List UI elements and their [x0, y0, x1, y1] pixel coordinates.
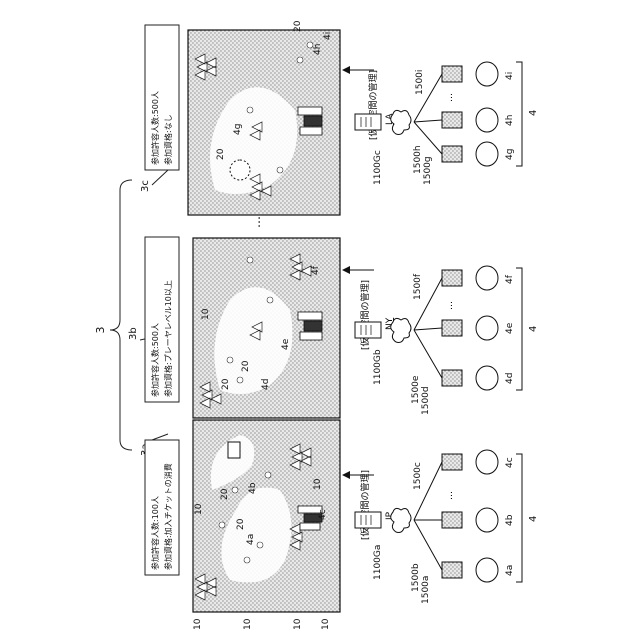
server-label: 1100Gb	[373, 349, 383, 385]
object-label: 20	[221, 378, 231, 390]
space-3b: 3b 参加許容人数:500人 参加資格:プレーヤレベル10以上 4d 4e	[128, 237, 539, 418]
object-label: 20	[293, 20, 303, 32]
link-label-h: 1500h	[413, 145, 423, 174]
user-label-4g: 4g	[505, 149, 515, 160]
user-heads	[476, 62, 498, 166]
user-terminals	[442, 270, 462, 386]
user-heads	[476, 266, 498, 390]
group-label: 4	[528, 110, 539, 116]
ellipsis: …	[445, 491, 455, 500]
link-label-g: 1500g	[423, 156, 433, 185]
ref-labels-10: 10 10 10 10	[193, 618, 331, 630]
avatar-label-4h: 4h	[313, 44, 323, 55]
server-icon	[355, 114, 381, 130]
condition-line1: 参加許容人数:100人	[150, 496, 160, 570]
avatar-label-4i: 4i	[323, 32, 333, 40]
ref-label: 10	[293, 618, 303, 630]
avatar-label-4f: 4f	[311, 265, 321, 275]
event-area-icon	[230, 160, 250, 180]
server-label: 1100Ga	[373, 545, 383, 580]
user-heads	[476, 450, 498, 582]
space-id-leader	[152, 434, 168, 440]
object-label: 20	[216, 148, 226, 160]
network-cloud-icon	[391, 318, 411, 342]
management-label: [仮想空間の管理]	[359, 470, 371, 540]
user-label-4c: 4c	[505, 457, 515, 468]
space-id-label: 3b	[128, 327, 139, 340]
server-icon	[355, 322, 381, 338]
ellipsis: …	[249, 216, 263, 228]
link-label-b: 1500b	[411, 563, 421, 592]
management-label: [仮想空間の管理]	[359, 280, 371, 350]
avatar-label-4b: 4b	[248, 482, 258, 494]
network-cloud-icon	[391, 508, 411, 532]
ellipsis: …	[445, 93, 455, 102]
object-label: 10	[201, 308, 211, 320]
server-label: 1100Gc	[373, 150, 383, 185]
space-3c: 3c 参加許容人数:500人 参加資格:なし 4g 4h	[140, 20, 539, 215]
condition-line1: 参加許容人数:500人	[150, 323, 160, 397]
user-label-4f: 4f	[505, 274, 515, 284]
condition-line2: 参加資格:なし	[163, 114, 173, 165]
object-label: 10	[313, 478, 323, 490]
ellipsis: …	[445, 301, 455, 310]
avatar-label-4g: 4g	[233, 124, 243, 135]
network-cloud-icon	[391, 110, 411, 134]
condition-line2: 参加資格:加入チケットの消費	[163, 463, 173, 570]
link-label-a: 1500a	[421, 576, 431, 604]
user-label-4a: 4a	[505, 565, 515, 576]
avatar-label-4c: 4c	[318, 509, 328, 520]
avatar-label-4d: 4d	[261, 379, 271, 390]
ref-label: 10	[321, 618, 331, 630]
condition-line2: 参加資格:プレーヤレベル10以上	[163, 280, 173, 397]
group-bracket	[516, 268, 522, 390]
object-label: 10	[194, 503, 204, 515]
group-bracket	[516, 454, 522, 582]
arrow-head	[342, 471, 350, 479]
user-label-4i: 4i	[505, 72, 515, 80]
space-3a: 3a 参加許容人数:100人 参加資格:加入チケットの消費	[140, 420, 539, 612]
ref-label: 10	[243, 618, 253, 630]
avatar-label-4e: 4e	[281, 338, 291, 350]
avatar-label-4a: 4a	[246, 534, 256, 545]
object-label: 20	[241, 360, 251, 372]
link-label-c: 1500c	[413, 462, 423, 490]
group-bracket	[516, 62, 522, 166]
user-terminals	[442, 454, 462, 578]
condition-line1: 参加許容人数:500人	[150, 91, 160, 165]
space-id-label: 3c	[140, 180, 151, 192]
rotated-figure: 3 3a 参加許容人数:100人 参加資格:加入チケットの消費	[94, 20, 539, 630]
object-label: 20	[220, 488, 230, 500]
link-label-f: 1500f	[413, 273, 423, 300]
link-label-d: 1500d	[421, 386, 431, 415]
user-label-4d: 4d	[505, 373, 515, 384]
user-label-4e: 4e	[505, 322, 515, 334]
server-icon	[355, 512, 381, 528]
object-label: 20	[236, 518, 246, 530]
link-label-i: 1500i	[415, 70, 425, 95]
user-label-4h: 4h	[505, 115, 515, 126]
group-label: 4	[528, 516, 539, 522]
system-label: 3	[94, 327, 107, 334]
ref-label: 10	[193, 618, 203, 630]
signboard	[228, 442, 240, 458]
user-label-4b: 4b	[505, 514, 515, 526]
user-terminals	[442, 66, 462, 162]
group-label: 4	[528, 326, 539, 332]
link-label-e: 1500e	[411, 375, 421, 404]
top-brace: 3	[94, 180, 132, 450]
